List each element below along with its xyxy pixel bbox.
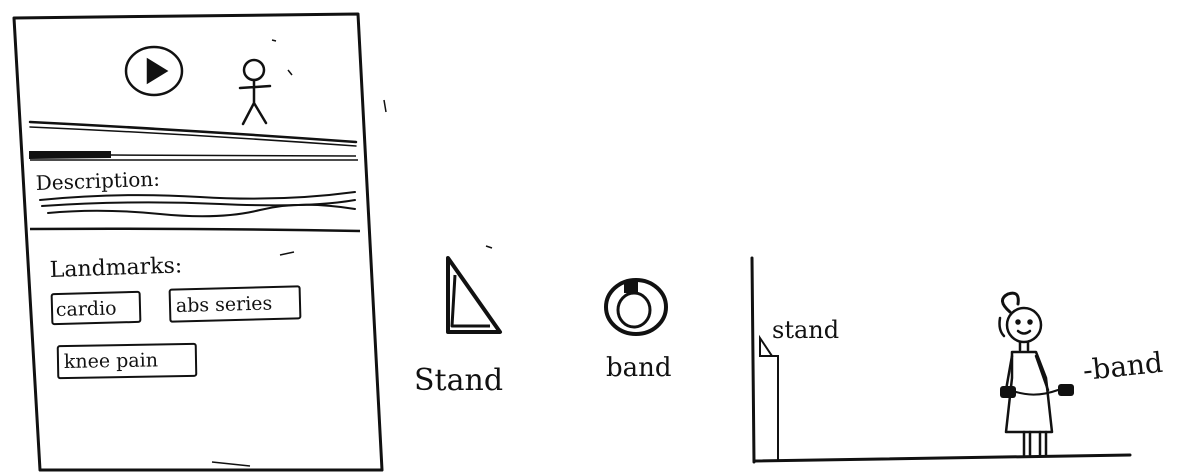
play-icon <box>148 60 166 82</box>
legend-band-label: band <box>606 353 672 383</box>
tag-abs-series[interactable]: abs series <box>176 292 273 317</box>
stick-figure-icon <box>240 60 270 124</box>
band-icon <box>606 280 666 334</box>
scene-stand-label: stand <box>772 316 839 344</box>
tag-cardio[interactable]: cardio <box>56 297 117 321</box>
description-lines <box>40 192 355 216</box>
video-area <box>30 47 356 146</box>
stand-icon <box>448 258 500 332</box>
video-timeline <box>30 122 356 142</box>
landmarks-label: Landmarks: <box>49 253 182 283</box>
description-label: Description: <box>35 167 160 195</box>
scene-frame <box>752 258 1130 462</box>
tag-knee-pain[interactable]: knee pain <box>64 349 158 373</box>
scene-band-label: -band <box>1081 346 1164 387</box>
phone-mockup <box>14 14 382 470</box>
legend-stand-label: Stand <box>414 363 503 398</box>
person-figure-icon <box>1000 293 1075 455</box>
progress-bar[interactable] <box>30 152 110 158</box>
